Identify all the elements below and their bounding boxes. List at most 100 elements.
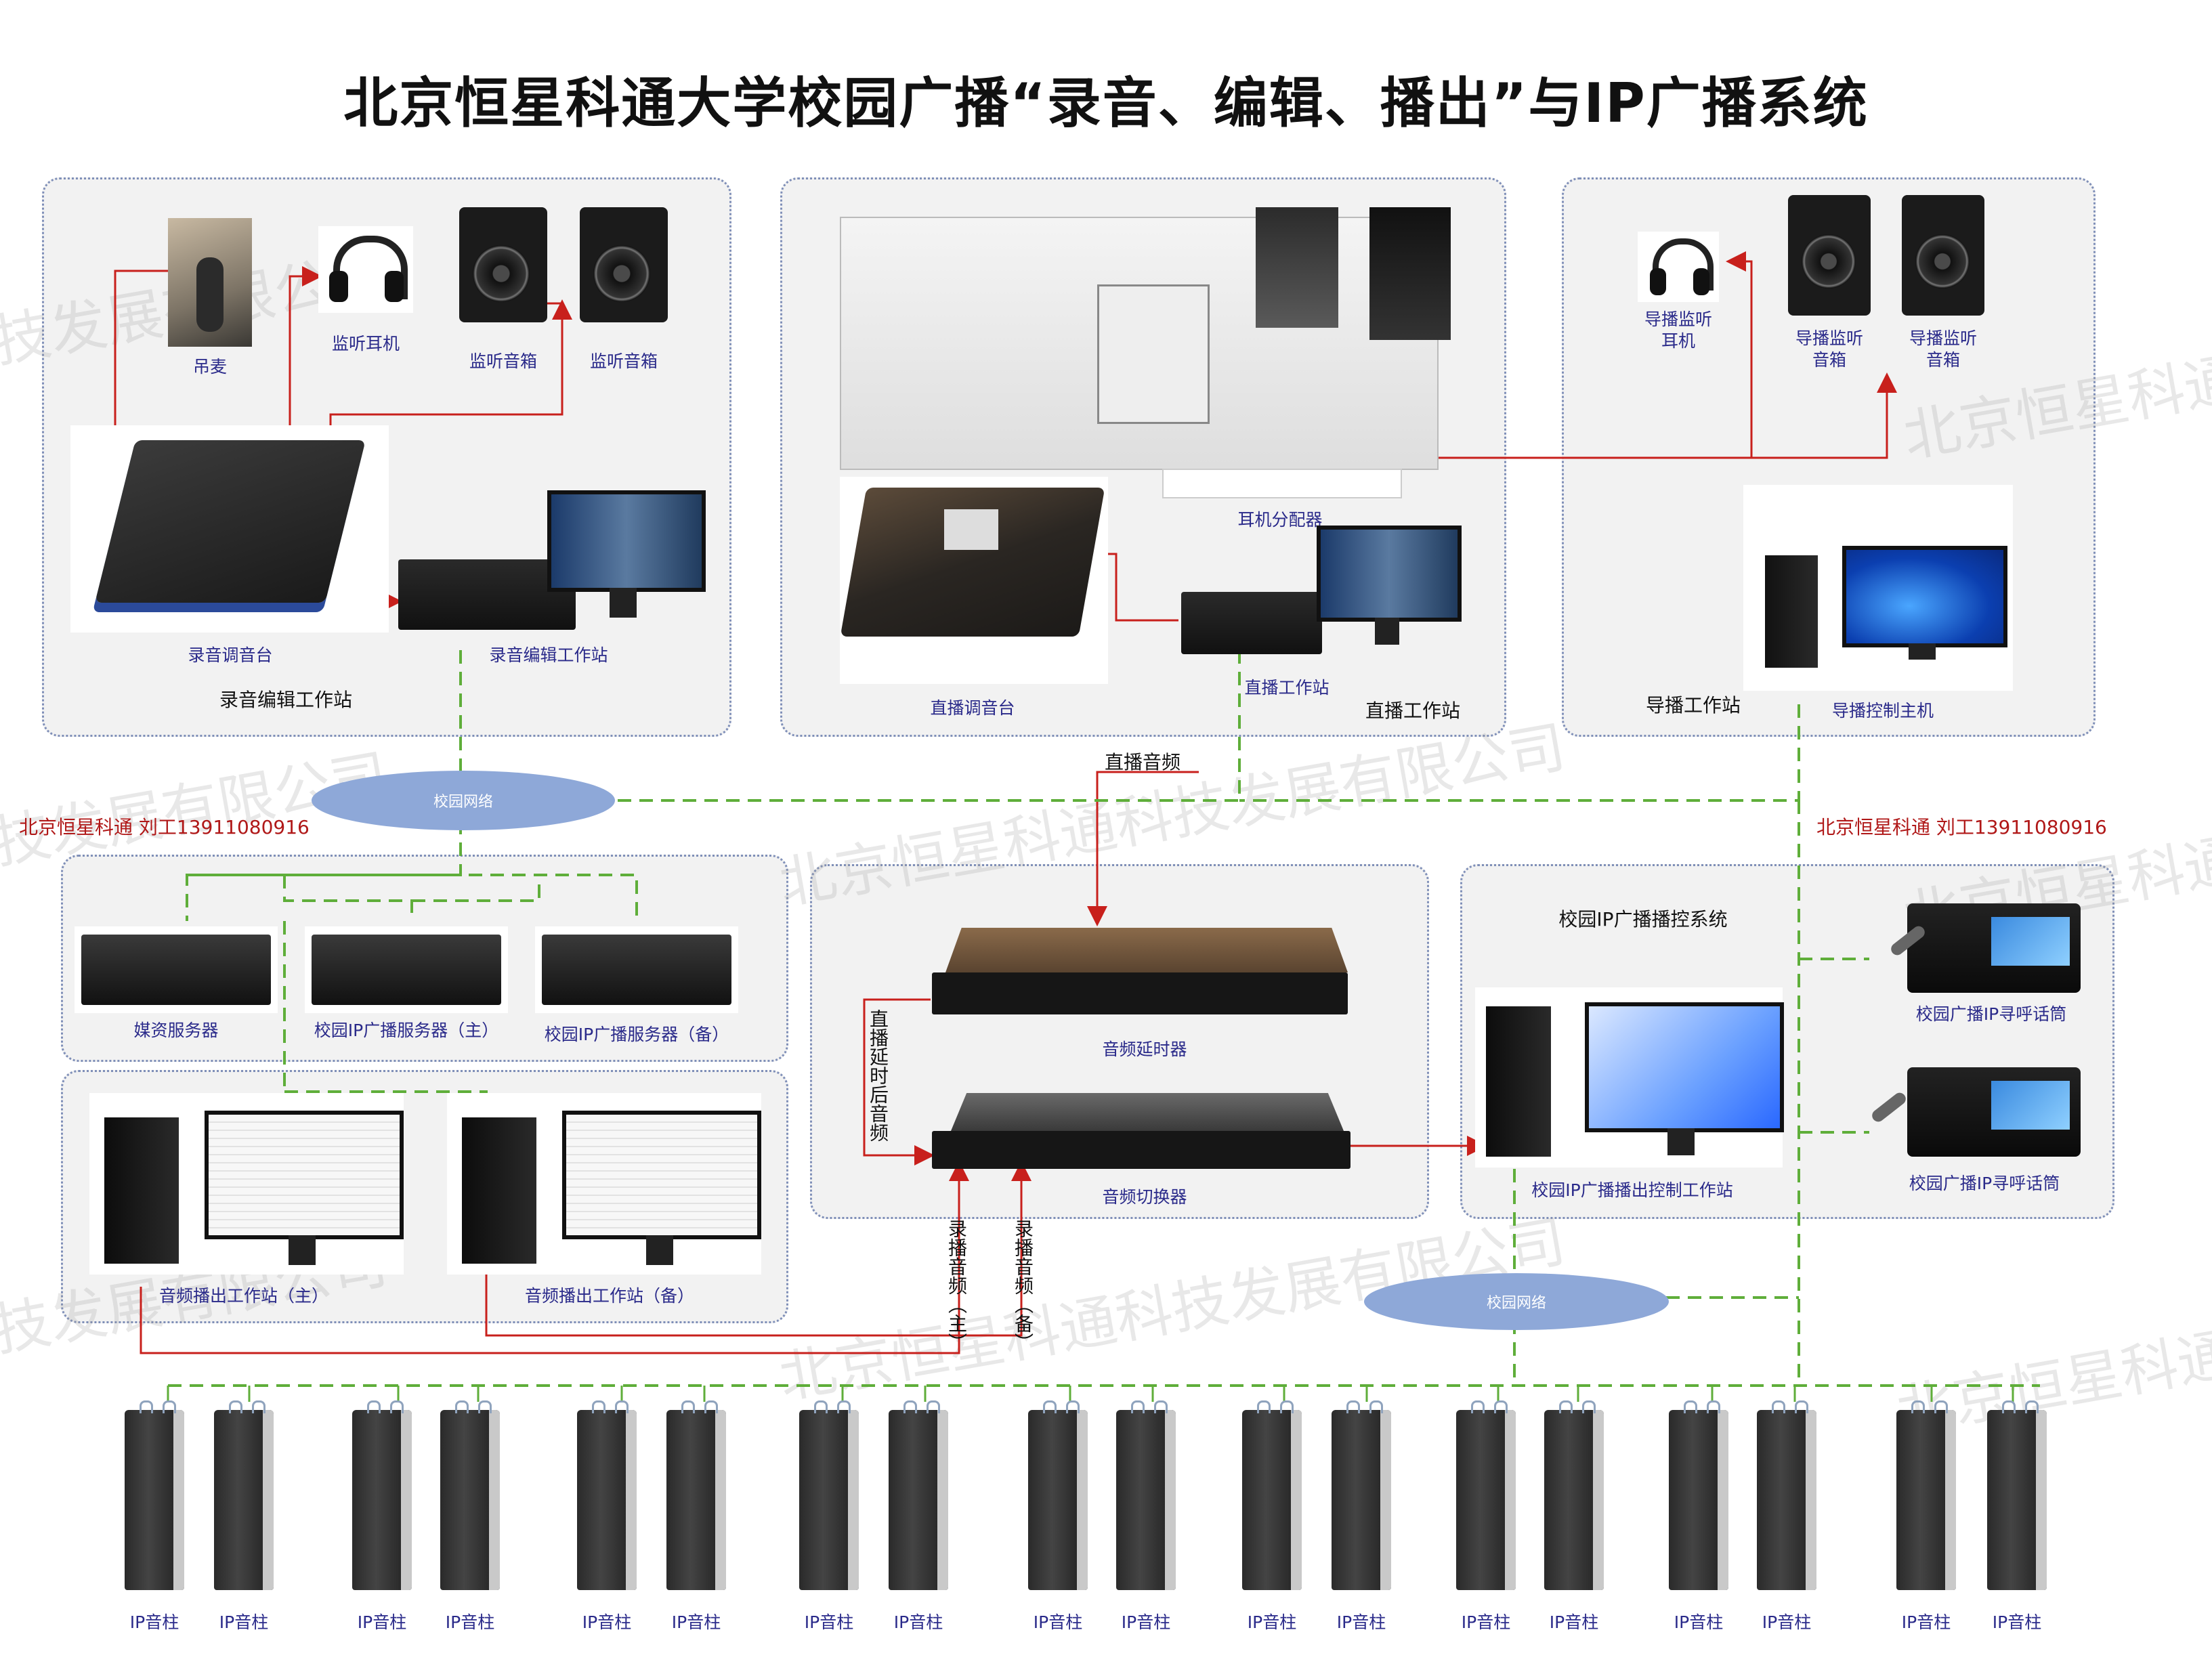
- ip-column-speaker: [799, 1400, 859, 1590]
- studio-mic-sketch: [1097, 284, 1210, 424]
- server-bus-line: [187, 874, 638, 921]
- headphones-cup-left: [329, 271, 348, 302]
- ip-column-label: IP音柱: [1549, 1612, 1599, 1632]
- ip-column-label: IP音柱: [671, 1612, 721, 1632]
- ip-system-title: 校园IP广播播控系统: [1558, 908, 1728, 930]
- campus-network-bottom: 校园网络: [1364, 1273, 1669, 1330]
- delayed-audio-label: 直播延时后音频: [867, 1009, 889, 1142]
- ip-column-label: IP音柱: [445, 1612, 495, 1632]
- recording-group-label: 录音编辑工作站: [219, 689, 352, 711]
- ip-column-speaker: [1757, 1400, 1816, 1590]
- paging-mic-1-screen: [1991, 917, 2070, 966]
- ip-column-speaker: [1332, 1400, 1391, 1590]
- playout-main-label: 音频播出工作站（主）: [158, 1286, 328, 1306]
- speaker-woofer-icon: [1915, 234, 1970, 288]
- live-server-chassis: [1181, 592, 1322, 654]
- ip-column-label: IP音柱: [357, 1612, 407, 1632]
- playout-main-tower: [104, 1117, 179, 1264]
- recording-monitor-stand: [610, 588, 637, 618]
- contact-left: 北京恒星科通 刘工13911080916: [19, 816, 310, 838]
- director-group-label: 导播工作站: [1645, 694, 1741, 716]
- mic-capsule: [196, 257, 224, 332]
- ip-column-speaker: [577, 1400, 637, 1590]
- ip-server-main-chassis: [312, 935, 501, 1005]
- studio-panel-2: [1369, 207, 1451, 340]
- playout-backup-monitor: [562, 1111, 761, 1239]
- ip-server-backup-label: 校园IP广播服务器（备）: [544, 1025, 729, 1044]
- headphones-cup-right: [385, 271, 404, 302]
- column-drops: [167, 1386, 2014, 1402]
- server-bus-3-line: [412, 875, 540, 902]
- speaker-woofer-icon: [593, 245, 650, 302]
- campus-network-top: 校园网络: [312, 771, 615, 830]
- network-to-servers-line: [186, 821, 462, 921]
- ip-column-speaker: [125, 1400, 184, 1590]
- director-speaker-2-label: 导播监听音箱: [1909, 328, 1977, 370]
- audio-switcher-label: 音频切换器: [1102, 1187, 1187, 1207]
- live-group-label: 直播工作站: [1365, 700, 1460, 722]
- headphones-cup-left: [1650, 268, 1666, 295]
- live-audio-label: 直播音频: [1104, 751, 1181, 773]
- live-audio-to-delay-line: [1087, 771, 1199, 926]
- playout-backup-tower: [462, 1117, 536, 1264]
- mixer-body: [95, 440, 366, 603]
- audio-delay-top: [945, 928, 1348, 972]
- live-mixer-label: 直播调音台: [930, 698, 1015, 718]
- director-tower: [1765, 555, 1818, 668]
- ip-column-label: IP音柱: [1121, 1612, 1171, 1632]
- ip-column-label: IP音柱: [1033, 1612, 1083, 1632]
- monitor-speaker-1-label: 监听音箱: [469, 351, 537, 371]
- director-headphones-line: [1726, 251, 1753, 458]
- headphones-icon: [1653, 238, 1714, 291]
- audio-switcher-top: [951, 1093, 1344, 1131]
- recording-workstation-label: 录音编辑工作站: [489, 645, 608, 665]
- paging-mic-1-label: 校园广播IP寻呼话筒: [1915, 1004, 2067, 1024]
- director-host-label: 导播控制主机: [1831, 701, 1934, 721]
- ip-column-speaker: [440, 1400, 500, 1590]
- ip-column-speaker: [1242, 1400, 1302, 1590]
- live-monitor-stand: [1375, 618, 1399, 645]
- media-server-label: 媒资服务器: [133, 1021, 219, 1040]
- monitor-speaker-2-label: 监听音箱: [589, 351, 658, 371]
- ip-column-speaker: [889, 1400, 948, 1590]
- paging-mic-2-label: 校园广播IP寻呼话筒: [1909, 1174, 2060, 1193]
- ip-column-speaker: [1028, 1400, 1088, 1590]
- ip-column-label: IP音柱: [129, 1612, 179, 1632]
- director-speaker-1-label: 导播监听音箱: [1795, 328, 1863, 370]
- diagram-title: 北京恒星科通大学校园广播“录音、编辑、播出”与IP广播系统: [343, 72, 1869, 135]
- ip-column-label: IP音柱: [1461, 1612, 1511, 1632]
- ip-server-main-label: 校园IP广播服务器（主）: [314, 1021, 499, 1040]
- delay-to-switcher-line: [863, 998, 935, 1165]
- contact-right: 北京恒星科通 刘工13911080916: [1816, 816, 2107, 838]
- ip-column-label: IP音柱: [893, 1612, 943, 1632]
- ip-column-speaker: [1544, 1400, 1604, 1590]
- rec-audio-main-label: 录播音频（主）: [945, 1219, 968, 1352]
- playout-backup-stand: [646, 1235, 673, 1265]
- ip-column-label: IP音柱: [804, 1612, 854, 1632]
- ip-control-tower: [1486, 1006, 1551, 1157]
- headphones-icon: [333, 236, 408, 299]
- playout-main-to-switcher-line: [140, 1161, 969, 1354]
- ip-column-speaker: [1456, 1400, 1516, 1590]
- recording-mixer-label: 录音调音台: [188, 645, 273, 665]
- rec-audio-backup-label: 录播音频（备）: [1012, 1219, 1034, 1352]
- ip-column-speaker: [666, 1400, 726, 1590]
- distributor-to-director-line: [1327, 372, 1897, 459]
- director-monitor: [1842, 546, 2007, 647]
- ip-column-label: IP音柱: [582, 1612, 632, 1632]
- ip-column-speaker: [1987, 1400, 2047, 1590]
- playout-main-monitor: [205, 1111, 404, 1239]
- paging-mic-2-screen: [1991, 1081, 2070, 1130]
- ip-column-label: IP音柱: [1336, 1612, 1386, 1632]
- speaker-woofer-icon: [473, 245, 530, 302]
- studio-panel-1: [1256, 207, 1338, 328]
- ip-column-speaker: [352, 1400, 412, 1590]
- audio-delay-front: [932, 972, 1348, 1014]
- ip-column-label: IP音柱: [1762, 1612, 1812, 1632]
- ip-column-label: IP音柱: [1674, 1612, 1724, 1632]
- ip-column-label: IP音柱: [1901, 1612, 1951, 1632]
- audio-switcher-front: [932, 1131, 1350, 1169]
- recording-monitor: [547, 490, 706, 592]
- ip-control-monitor: [1585, 1002, 1784, 1132]
- ip-control-stand: [1667, 1128, 1695, 1155]
